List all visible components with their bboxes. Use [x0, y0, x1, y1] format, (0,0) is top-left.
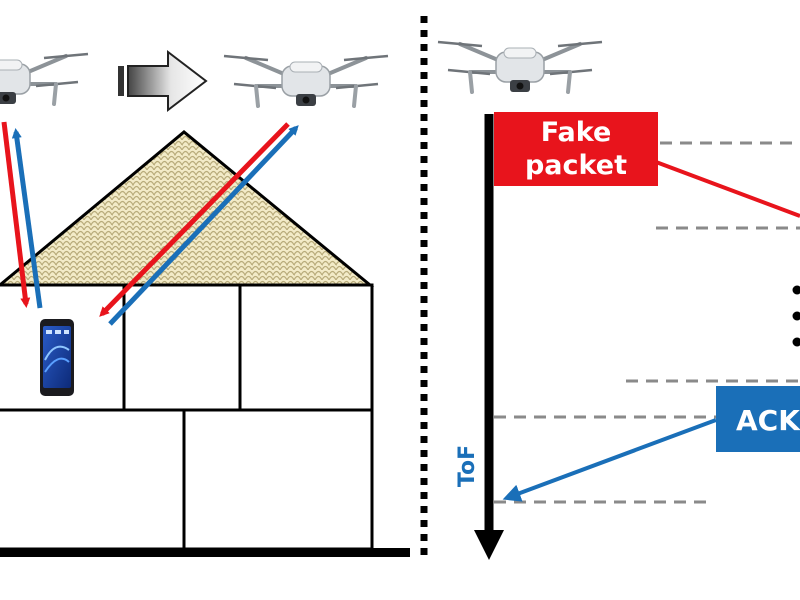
- tof-label: ToF: [455, 445, 480, 487]
- drone-icon: [436, 40, 604, 94]
- fake-packet-box: [494, 112, 658, 186]
- ack-arrow: [11, 128, 43, 309]
- motion-arrow-icon: [118, 49, 208, 113]
- time-axis: [474, 114, 504, 560]
- timing-lines: [494, 141, 800, 504]
- ack-box: [716, 386, 800, 452]
- fake-packet-label-line1: Fake: [541, 117, 612, 148]
- signal-arrows-right: [99, 122, 299, 326]
- fake-packet-line: [655, 160, 800, 218]
- ack-return-arrow: [502, 418, 717, 502]
- ack-block: ACK: [502, 386, 800, 502]
- signal-arrows-left: [1, 121, 43, 309]
- fake-packet-arrow: [99, 122, 290, 317]
- ellipsis-dots: [792, 285, 800, 347]
- ack-arrow: [108, 125, 299, 326]
- ack-label: ACK: [736, 404, 800, 437]
- ground-line: [0, 548, 410, 557]
- fake-packet-label-line2: packet: [525, 150, 627, 181]
- roof: [0, 130, 375, 287]
- fake-packet-arrow: [1, 121, 31, 308]
- fake-packet-block: Fake packet: [494, 112, 800, 218]
- smartphone-icon: [40, 319, 74, 396]
- drone-icon: [222, 54, 390, 108]
- drone-icon: [0, 52, 90, 106]
